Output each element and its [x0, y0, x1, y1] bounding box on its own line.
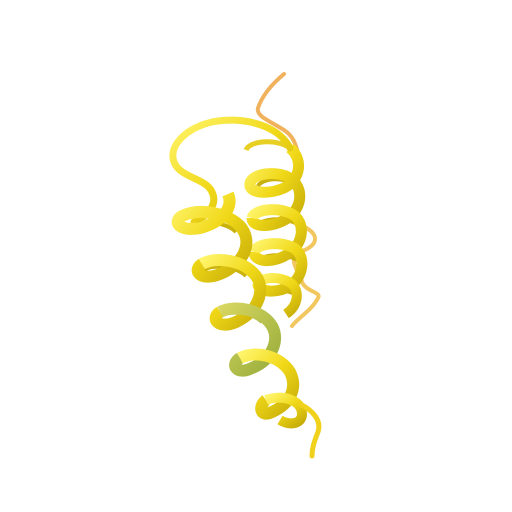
- coil-back-loop: [290, 223, 321, 328]
- coil-n-terminal: [255, 72, 302, 162]
- helix-connecting-loop: [169, 116, 294, 226]
- coil-c-terminal: [297, 401, 322, 459]
- helix-left: [171, 191, 308, 429]
- helix-right: [243, 139, 308, 319]
